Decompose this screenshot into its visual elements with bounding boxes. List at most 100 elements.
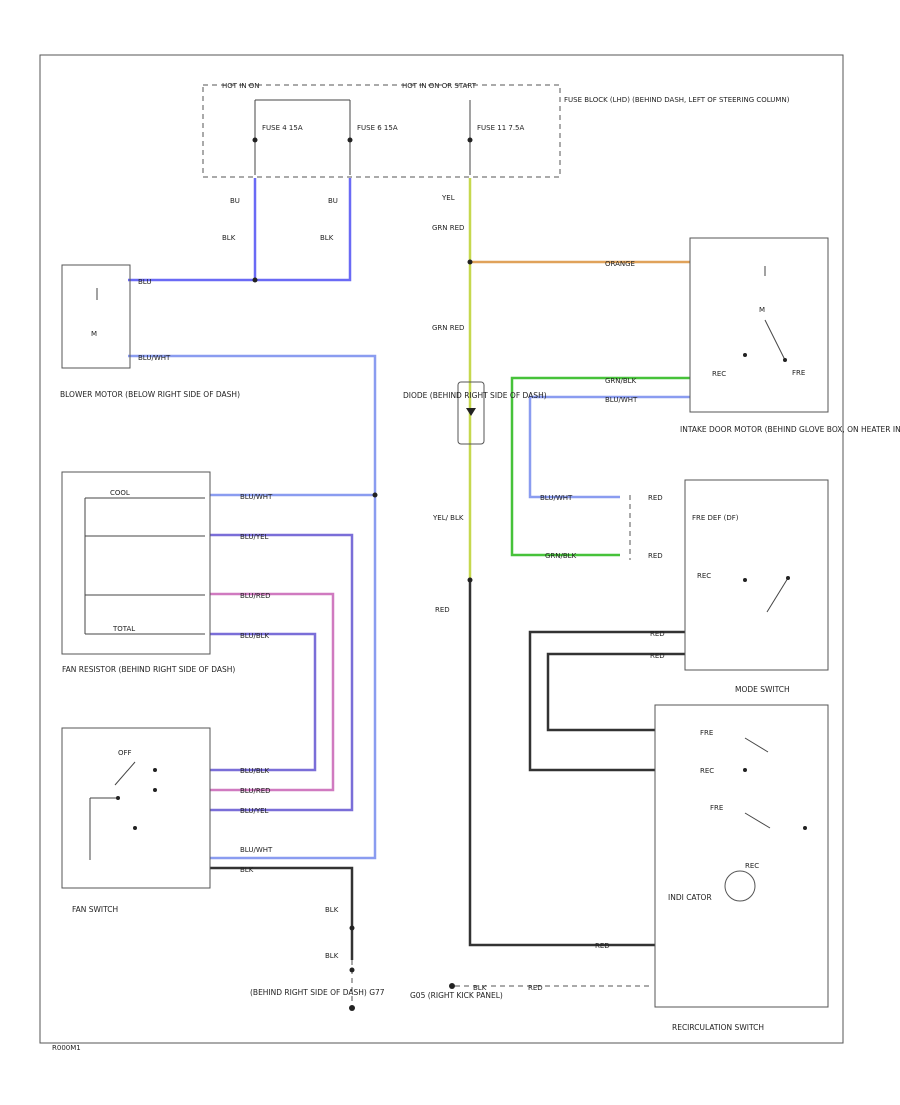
fuse-c-symbol [467,137,473,143]
label-blk-v2: BLK [325,952,339,960]
label-blu: BLU [138,278,151,286]
label-red3: RED [648,552,663,560]
hot-on-label: HOT IN ON [222,82,260,90]
label-yel-top: YEL [441,194,455,202]
label-blu-red-fr: BLU/RED [240,592,271,600]
label-red: RED [435,606,450,614]
label-blu-wht-fr1: BLU/WHT [240,493,273,501]
label-red7: RED [528,984,543,992]
total-label: TOTAL [112,625,135,633]
rec1-label: REC [712,370,726,378]
fre1-label: FRE [792,369,805,377]
fuse-a-label: FUSE 4 15A [262,124,303,132]
wire-blu-red [210,592,335,792]
wire-blu-wht-intake [528,395,690,499]
fre3-label: FRE [710,804,723,812]
fuse-b-label: FUSE 6 15A [357,124,398,132]
fuse-c-label: FUSE 11 7.5A [477,124,525,132]
label-blu-red-fs: BLU/RED [240,787,271,795]
label-blk-fs: BLK [240,866,254,874]
splice-yel-blk [467,577,473,583]
fan-switch-label: FAN SWITCH [72,905,118,914]
fan-switch-box [61,727,211,889]
diode-symbol [466,408,476,416]
diode-label: DIODE (BEHIND RIGHT SIDE OF DASH) [403,391,547,400]
wire-red-mode-a [528,630,685,772]
label-red4: RED [650,630,665,638]
fuse-b-symbol [347,137,353,143]
fan-switch: OFF FAN SWITCH [61,727,211,914]
label-blu-wht-fs: BLU/WHT [240,846,273,854]
blower-motor: M BLOWER MOTOR (BELOW RIGHT SIDE OF DASH… [60,264,240,399]
label-blu-wht3: BLU/WHT [540,494,573,502]
label-grn-red1: GRN RED [432,224,464,232]
wire-blu-yel [210,533,354,812]
label-grn-blk1: GRN/BLK [605,377,637,385]
rec2-label: REC [697,572,711,580]
fre2-label: FRE [700,729,713,737]
diagram-frame [39,54,844,1044]
wire-blk-fanswitch [210,866,354,960]
svg-text:M: M [759,306,765,314]
intake-door-motor: M REC FRE INTAKE DOOR MOTOR (BEHIND GLOV… [680,237,900,434]
fuse-a-symbol [252,137,258,143]
indicator-lamp [724,870,756,902]
wire-blu-wht-blower-fanswitch [128,354,377,860]
ground-g77-label: (BEHIND RIGHT SIDE OF DASH) G77 [250,988,385,997]
label-blk2: BLK [320,234,334,242]
mode-switch-box [684,479,829,671]
rec3-label: REC [700,767,714,775]
label-blk-gnd: BLK [473,984,487,992]
label-red2: RED [648,494,663,502]
cool-label: COOL [110,489,130,497]
wires [128,178,690,960]
mode-switch-label: MODE SWITCH [735,685,790,694]
label-blu-blk-fr: BLU/BLK [240,632,270,640]
indicator-label: INDI CATOR [668,893,712,902]
mode-switch: FRE DEF (DF) REC MODE SWITCH [629,479,829,694]
intake-motor-box [689,237,829,413]
label-bu1: BU [230,197,240,205]
wire-blue-fuse-b [255,178,352,282]
diode: DIODE (BEHIND RIGHT SIDE OF DASH) [403,381,547,445]
label-red5: RED [650,652,665,660]
label-blu-wht2: BLU/WHT [605,396,638,404]
label-yel-blk: YEL/ BLK [432,514,464,522]
fan-resistor-box [61,471,211,655]
splice-blue [252,277,258,283]
fre-def-label: FRE DEF (DF) [692,514,739,522]
off-label: OFF [118,749,132,757]
label-red6: RED [595,942,610,950]
wire-red-main [468,580,655,947]
diode-box [457,381,485,445]
recirculation-switch: FRE REC FRE REC INDI CATOR RECIRCULATION… [654,704,829,1032]
label-blu-blk-fs: BLU/BLK [240,767,270,775]
label-blk-v1: BLK [325,906,339,914]
splice-orange [467,259,473,265]
label-grn-red2: GRN RED [432,324,464,332]
wire-blu-blk [210,632,317,772]
wire-red-mode-b [546,652,685,732]
wire-blue-fuse-a [128,178,257,282]
label-orange: ORANGE [605,260,635,268]
fuse-block-label: FUSE BLOCK (LHD) (BEHIND DASH, LEFT OF S… [564,96,790,104]
label-blk1: BLK [222,234,236,242]
wire-grn-blk [510,376,690,557]
blower-motor-label: BLOWER MOTOR (BELOW RIGHT SIDE OF DASH) [60,390,240,399]
recirc-switch-label: RECIRCULATION SWITCH [672,1023,764,1032]
blower-motor-box [61,264,131,369]
svg-text:M: M [91,330,97,338]
fan-resistor-label: FAN RESISTOR (BEHIND RIGHT SIDE OF DASH) [62,665,235,674]
label-blu-wht1: BLU/WHT [138,354,171,362]
label-blu-yel-fs: BLU/YEL [240,807,269,815]
ground-label: G05 (RIGHT KICK PANEL) [410,991,503,1000]
fan-resistor: COOL TOTAL FAN RESISTOR (BEHIND RIGHT SI… [61,471,235,674]
fuse-block: HOT IN ON HOT IN ON OR START FUSE 4 15A … [202,82,790,178]
splice-blu-wht [372,492,378,498]
label-grn-blk2: GRN/BLK [545,552,577,560]
recirc-switch-box [654,704,829,1008]
intake-motor-label: INTAKE DOOR MOTOR (BEHIND GLOVE BOX, ON … [680,425,900,434]
diagram-id: R000M1 [52,1044,81,1052]
